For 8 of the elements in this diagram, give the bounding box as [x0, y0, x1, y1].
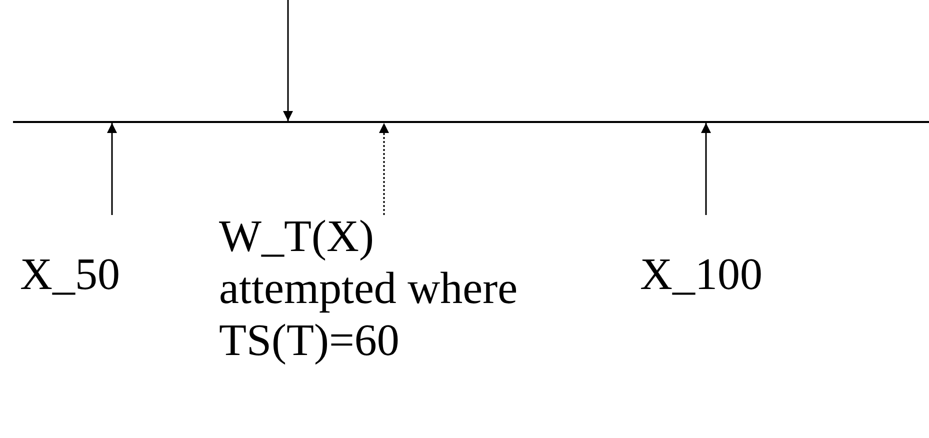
- arrow: [107, 123, 117, 215]
- timeline-label: X_50: [20, 248, 160, 300]
- arrow: [701, 123, 711, 215]
- timeline-label: X_100: [640, 248, 800, 300]
- arrow: [283, 0, 293, 121]
- timeline-line: [13, 121, 929, 123]
- timeline-label: W_T(X) attempted where TS(T)=60: [219, 210, 559, 366]
- arrow: [379, 123, 389, 215]
